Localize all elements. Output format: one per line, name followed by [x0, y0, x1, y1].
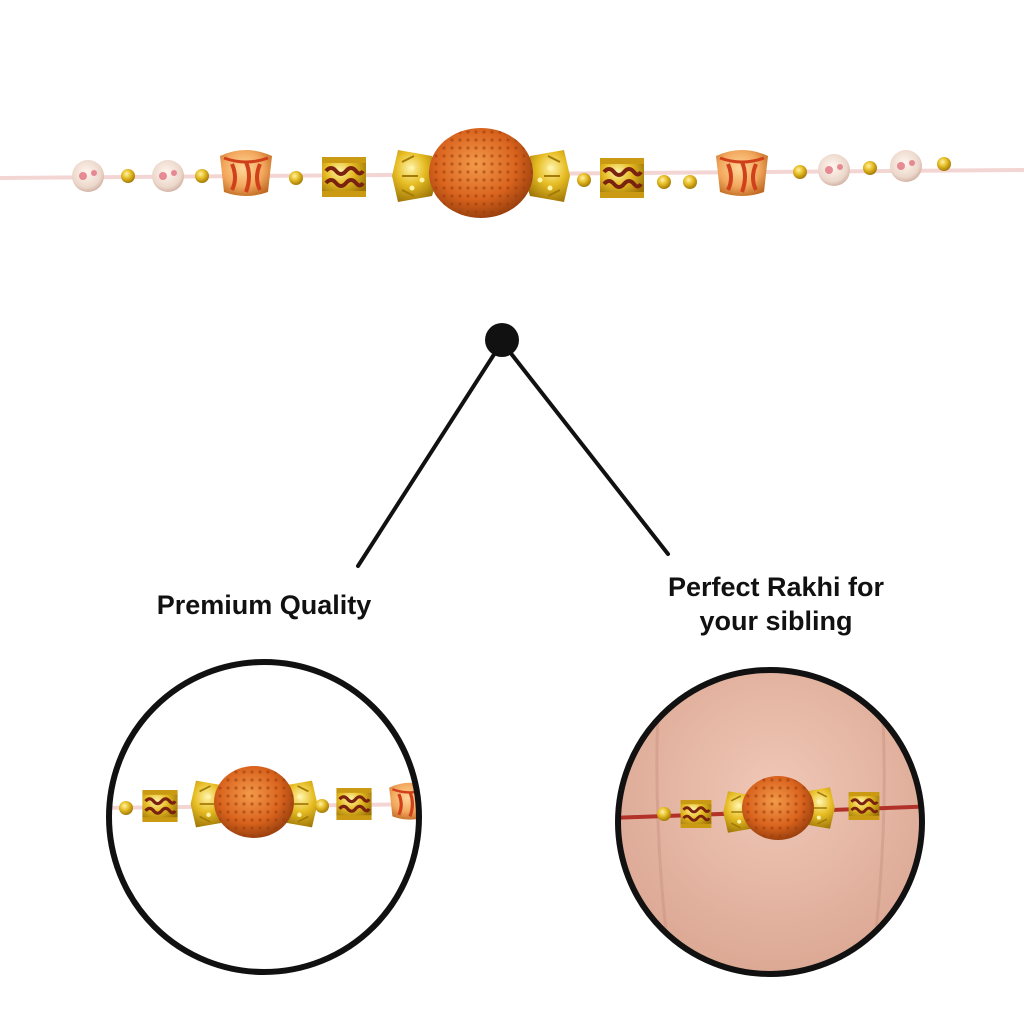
pearl-bead-right [793, 150, 951, 186]
dot-icon [485, 323, 519, 357]
clay-bead-left [218, 148, 274, 198]
perfect-rakhi-line2: your sibling [699, 606, 853, 636]
closeup-circle [106, 659, 422, 975]
clay-bead-right [714, 148, 770, 198]
premium-quality-text: Premium Quality [156, 590, 372, 620]
callout-connector [356, 323, 670, 568]
wrist-circle [615, 667, 925, 977]
garnet-bead-right [598, 156, 646, 200]
perfect-rakhi-line1: Perfect Rakhi for [667, 572, 885, 602]
perfect-rakhi-label: Perfect Rakhi for your sibling [596, 570, 956, 638]
garnet-bead-left [320, 155, 368, 199]
premium-quality-label: Premium Quality [84, 588, 444, 622]
rakhi-product [0, 128, 1024, 218]
rudraksha-bead [391, 128, 571, 218]
